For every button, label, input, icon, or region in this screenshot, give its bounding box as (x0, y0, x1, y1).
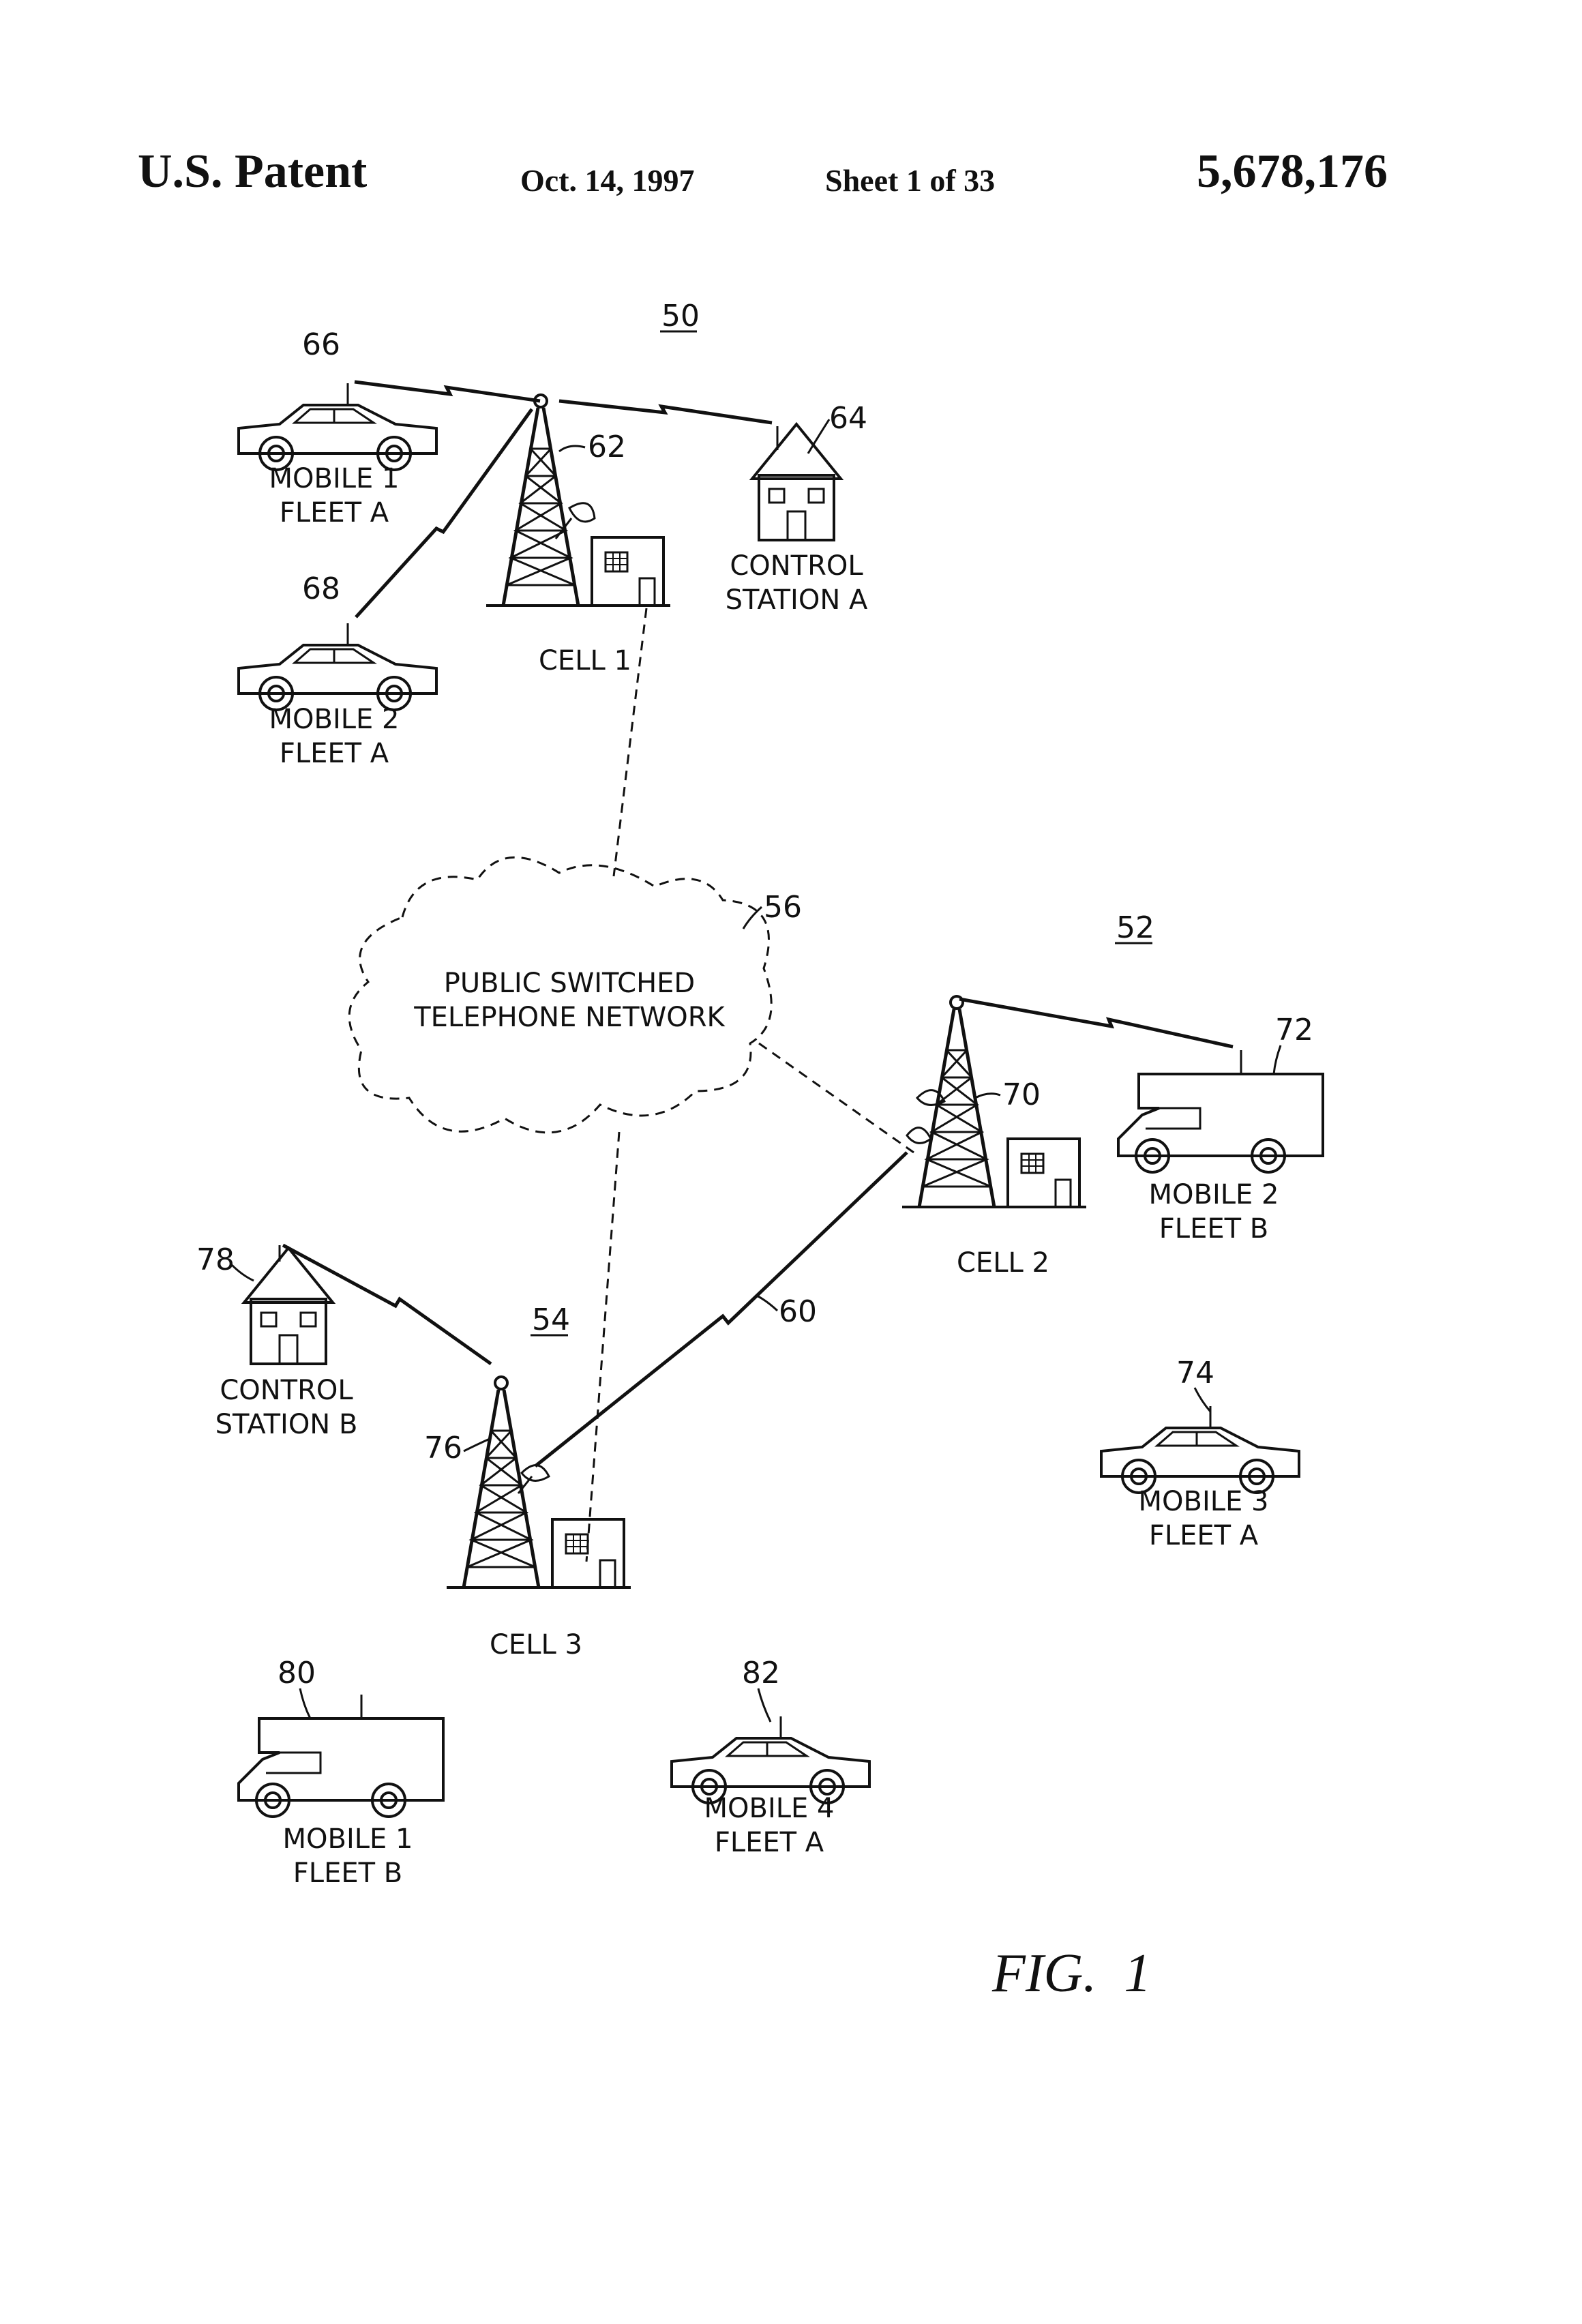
ref-80: 80 (278, 1656, 316, 1690)
ref-64: 64 (829, 401, 867, 436)
mobile-1-fleet-a-car-icon (237, 382, 438, 471)
ref-60: 60 (779, 1294, 817, 1329)
ref-62: 62 (588, 430, 626, 464)
radio-link-control-b-cell3 (282, 1243, 492, 1366)
ref-66: 66 (302, 327, 340, 362)
mobile-3-fleet-a-label-2: FLEET A (1149, 1520, 1259, 1551)
ref-72: 72 (1275, 1013, 1313, 1047)
mobile-3-fleet-a-label-1: MOBILE 3 (1139, 1486, 1269, 1517)
mobile-1-fleet-b-rv-icon (237, 1693, 445, 1818)
cell-3-label: CELL 3 (490, 1629, 582, 1660)
cell-1-tower (486, 395, 670, 606)
radio-link-cell1-control-a (558, 399, 773, 425)
pstn-label-line2: TELEPHONE NETWORK (413, 1002, 726, 1033)
ref-82: 82 (742, 1656, 780, 1690)
mobile-2-fleet-a-label-1: MOBILE 2 (269, 704, 400, 735)
mobile-1-fleet-a-label-2: FLEET A (280, 497, 389, 528)
radio-link-mobile1-cell1 (354, 380, 541, 403)
mobile-4-fleet-a-label-2: FLEET A (715, 1827, 824, 1858)
control-station-b-house-icon (243, 1245, 334, 1365)
mobile-2-fleet-b-label-1: MOBILE 2 (1149, 1179, 1279, 1210)
mobile-3-fleet-a-car-icon (1100, 1405, 1300, 1494)
ref-70: 70 (1002, 1077, 1041, 1112)
control-station-b-label-1: CONTROL (220, 1375, 353, 1406)
wired-link-pstn-cell2 (758, 1042, 914, 1154)
wired-link-pstn-cell3 (585, 1131, 621, 1562)
pstn-label-line1: PUBLIC SWITCHED (444, 968, 695, 999)
mobile-2-fleet-a-label-2: FLEET A (280, 738, 389, 769)
control-station-b-label-2: STATION B (215, 1409, 358, 1440)
header-title: U.S. Patent (138, 145, 368, 198)
ref-74: 74 (1176, 1356, 1214, 1390)
mobile-1-fleet-a-label-1: MOBILE 1 (269, 463, 400, 494)
microwave-link-60 (534, 1151, 908, 1468)
mobile-2-fleet-b-label-2: FLEET B (1159, 1213, 1268, 1245)
cell-2-tower (902, 996, 1086, 1207)
radio-link-cell2-mobile2b (959, 997, 1234, 1049)
header-sheet-number: Sheet 1 of 33 (825, 163, 996, 198)
control-station-a-house-icon (751, 423, 842, 541)
mobile-1-fleet-b-label-1: MOBILE 1 (283, 1823, 413, 1855)
radio-link-mobile2-cell1 (355, 408, 534, 619)
ref-50: 50 (661, 299, 700, 333)
header-patent-number: 5,678,176 (1197, 145, 1388, 198)
ref-76: 76 (424, 1431, 462, 1465)
mobile-4-fleet-a-label-1: MOBILE 4 (704, 1793, 835, 1824)
wired-link-cell1-pstn (612, 608, 648, 877)
ref-78: 78 (196, 1242, 235, 1277)
mobile-2-fleet-a-car-icon (237, 622, 438, 711)
pstn-cloud: PUBLIC SWITCHED TELEPHONE NETWORK (348, 856, 773, 1134)
ref-54: 54 (532, 1302, 570, 1337)
header-date: Oct. 14, 1997 (520, 163, 695, 198)
cell-3-tower (447, 1377, 631, 1588)
control-station-a-label-2: STATION A (726, 584, 868, 616)
ref-52: 52 (1116, 910, 1154, 945)
ref-56: 56 (764, 890, 802, 925)
cell-2-label: CELL 2 (957, 1247, 1049, 1279)
mobile-2-fleet-b-rv-icon (1117, 1049, 1324, 1174)
ref-68: 68 (302, 571, 340, 606)
figure-caption: FIG. 1 (991, 1943, 1151, 2003)
mobile-1-fleet-b-label-2: FLEET B (293, 1858, 402, 1889)
mobile-4-fleet-a-car-icon (670, 1715, 871, 1804)
cell-1-label: CELL 1 (539, 645, 631, 676)
control-station-a-label-1: CONTROL (730, 550, 863, 582)
